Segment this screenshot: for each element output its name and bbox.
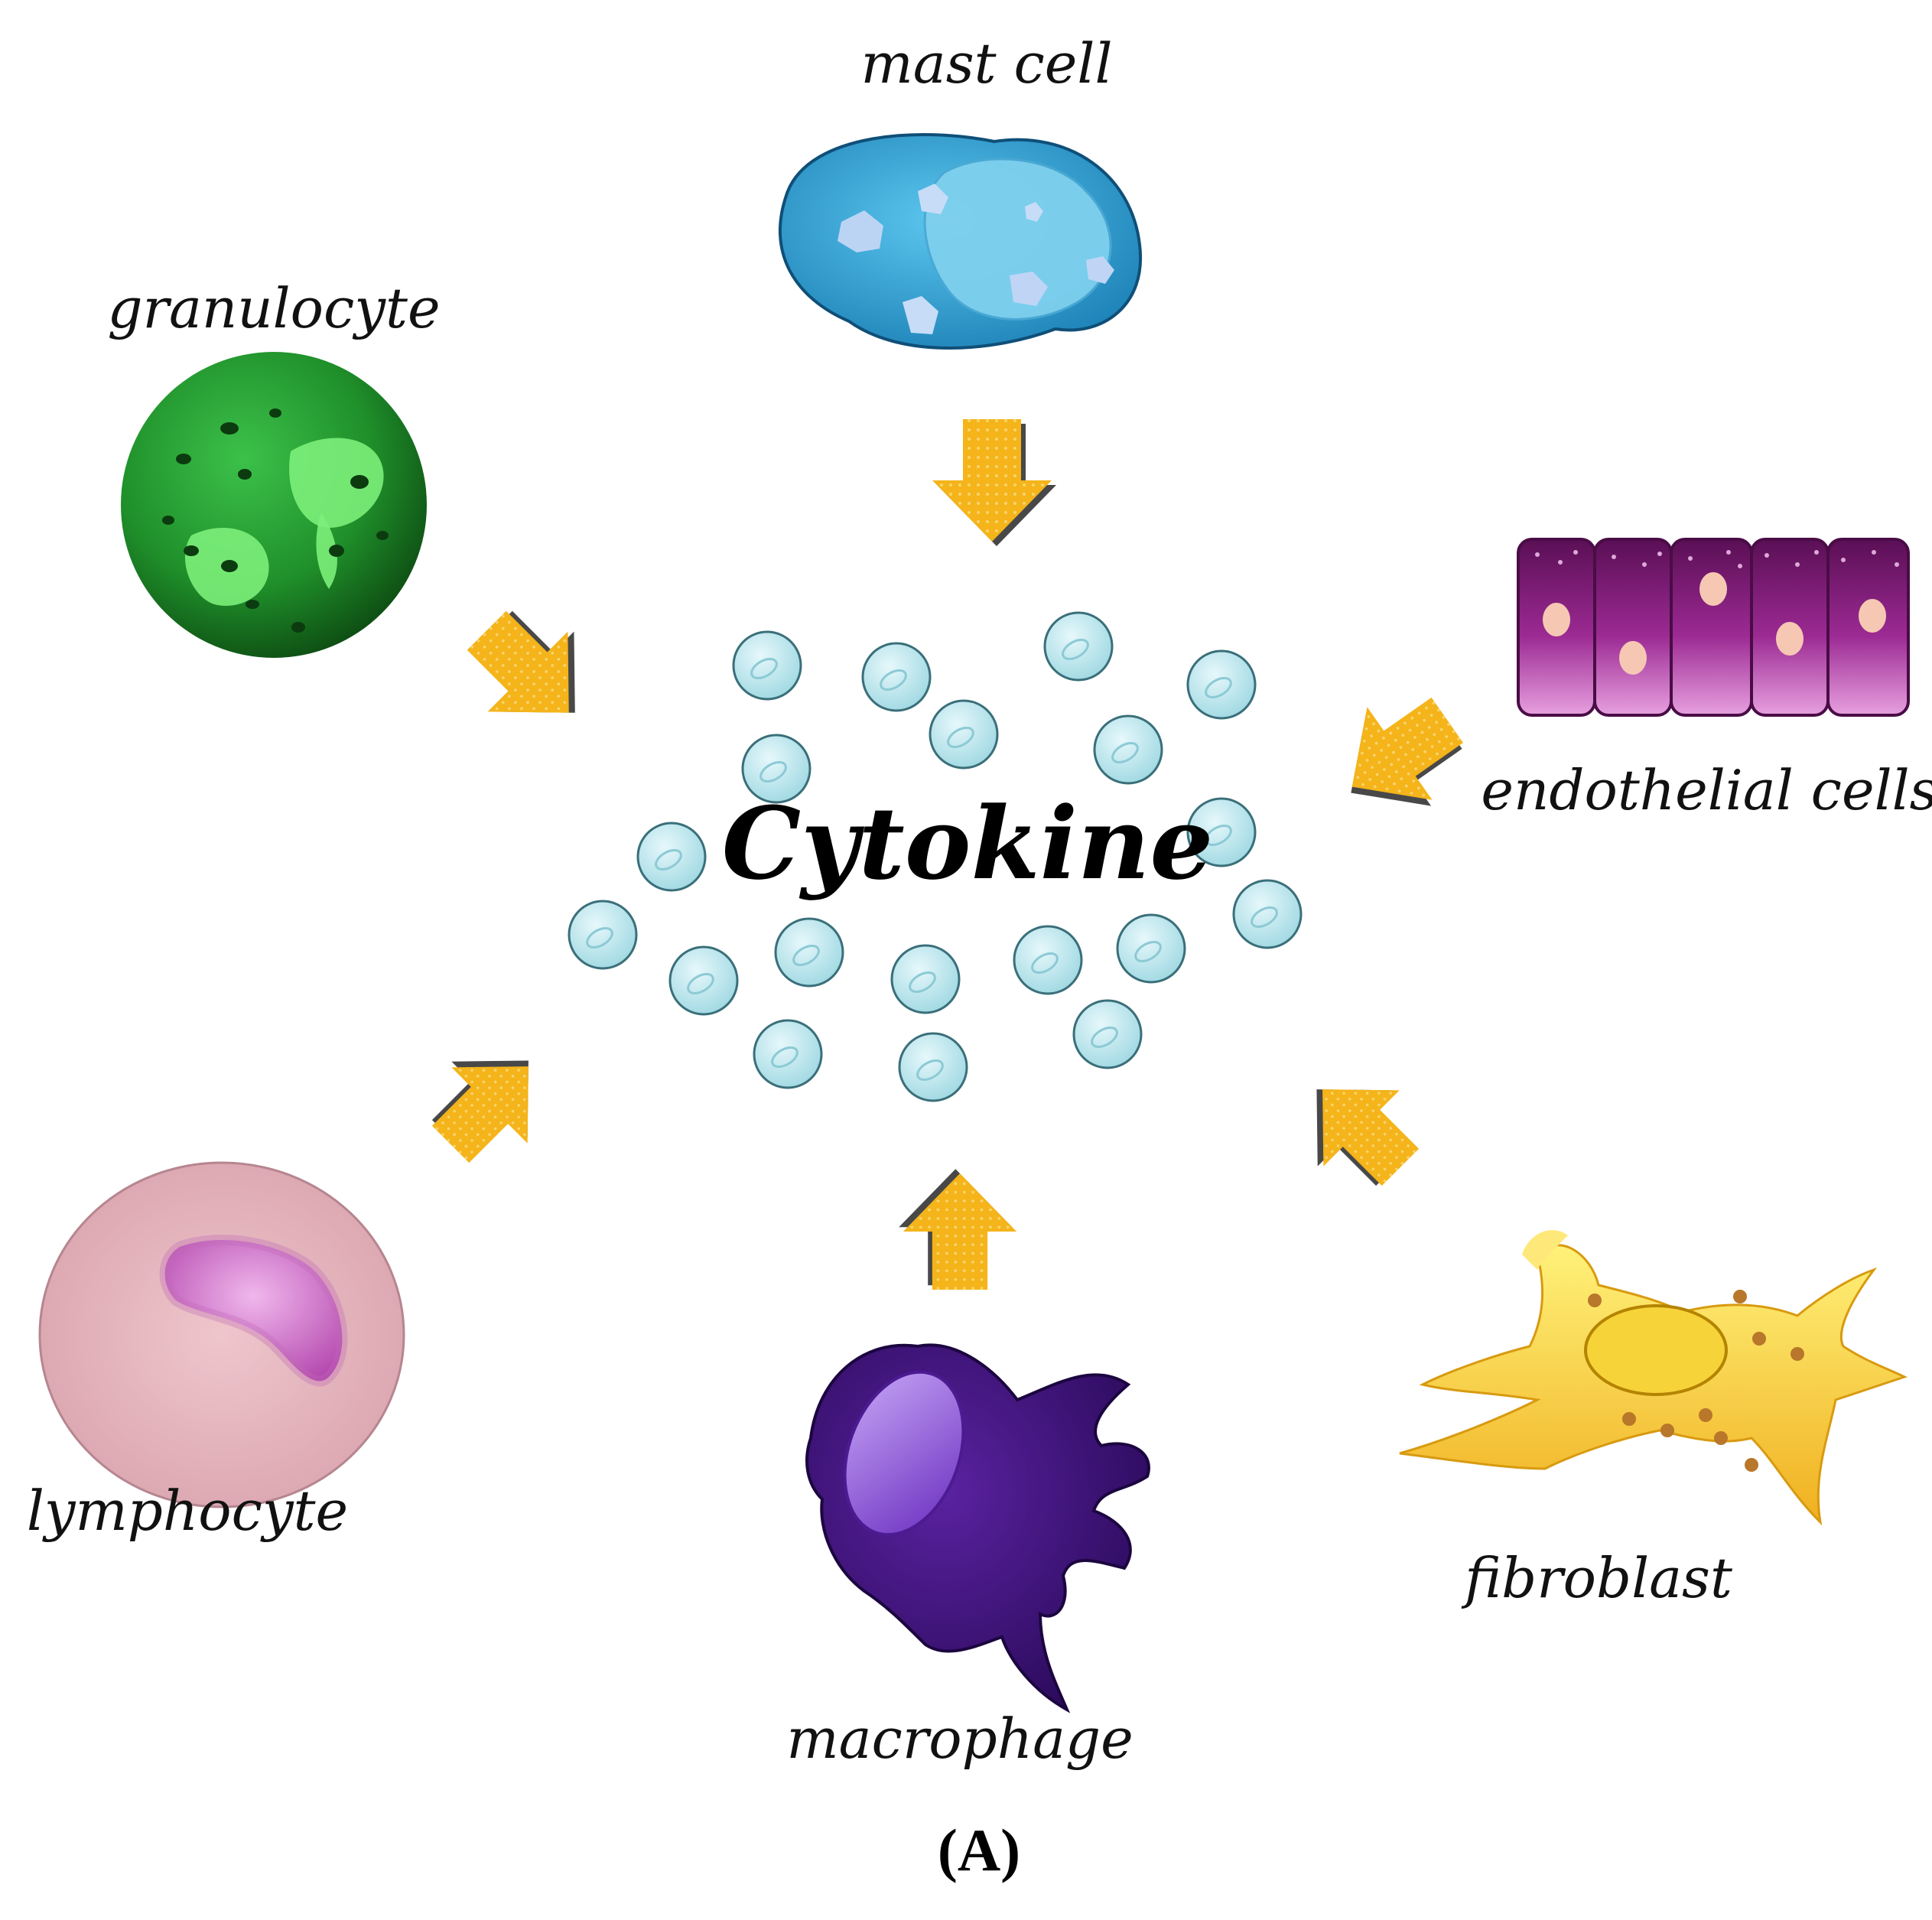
endothelial-cells-label: endothelial cells <box>1481 758 1932 822</box>
cytokine-particle <box>636 822 707 892</box>
panel-label: (A) <box>938 1817 1020 1883</box>
macrophage-label: macrophage <box>786 1707 1133 1771</box>
cytokine-particle <box>568 900 638 970</box>
cytokine-particle <box>732 630 802 701</box>
cytokine-particle <box>1013 925 1083 995</box>
fibroblast-label: fibroblast <box>1461 1546 1733 1610</box>
cytokine-particle-swirl <box>1251 906 1278 928</box>
cytokine-particle <box>1232 879 1303 949</box>
cytokine-particle-swirl <box>1091 1027 1118 1048</box>
mast-cell <box>779 133 1143 350</box>
lymphocyte <box>38 1161 405 1508</box>
granulocyte-label: granulocyte <box>107 276 440 340</box>
cytokine-particle <box>1186 649 1257 720</box>
cytokine-particle-swirl <box>792 945 820 966</box>
cytokine-particle <box>1072 999 1143 1069</box>
cytokine-particle-swirl <box>1205 825 1232 846</box>
arrow-from-fibroblast <box>1278 1051 1439 1206</box>
cytokine-particle <box>1093 714 1163 785</box>
arrow-from-macrophage <box>899 1169 1017 1290</box>
cytokine-particle-swirl <box>687 973 714 994</box>
cytokine-particle-swirl <box>655 849 682 871</box>
cytokine-particle-swirl <box>1062 639 1089 660</box>
cytokine-label: Cytokine <box>722 785 1213 902</box>
cytokine-particle-swirl <box>916 1059 944 1081</box>
cytokine-particle <box>753 1019 823 1089</box>
cytokine-particle <box>1186 797 1257 867</box>
cytokine-particle-swirl <box>759 761 787 783</box>
lymphocyte-label: lymphocyte <box>27 1479 348 1543</box>
cytokine-particles <box>568 611 1303 1102</box>
arrow-from-granulocyte <box>446 590 616 753</box>
granulocyte <box>121 352 427 658</box>
cytokine-particle-swirl <box>1031 952 1059 974</box>
cytokine-particle <box>668 945 739 1016</box>
arrow-from-endothelial-cells <box>1318 673 1480 840</box>
arrow-from-mast-cell <box>932 419 1056 546</box>
cytokine-particle-swirl <box>586 927 613 949</box>
cytokine-particle <box>929 699 999 770</box>
cytokine-particle-swirl <box>880 669 907 691</box>
cytokine-particle-swirl <box>750 658 778 679</box>
macrophage <box>805 1343 1150 1713</box>
cytokine-particle-swirl <box>947 727 974 748</box>
cytokine-particle <box>1116 913 1186 984</box>
cytokine-particle <box>741 734 812 804</box>
fibroblast <box>1399 1230 1908 1526</box>
cytokine-particle <box>861 642 932 712</box>
cytokine-particle <box>1043 611 1114 682</box>
cytokine-particle <box>890 944 961 1014</box>
mast-cell-label: mast cell <box>861 31 1113 96</box>
cytokine-particle-swirl <box>1205 677 1232 698</box>
cytokine-particle-swirl <box>771 1046 798 1068</box>
endothelial-cells <box>1517 538 1910 717</box>
cytokine-particle-swirl <box>909 971 936 993</box>
arrow-from-lymphocyte <box>412 1022 567 1183</box>
cytokine-particle <box>898 1032 968 1102</box>
cytokine-particle <box>774 917 844 988</box>
cytokine-particle-swirl <box>1111 742 1139 763</box>
cytokine-particle-swirl <box>1134 941 1162 962</box>
